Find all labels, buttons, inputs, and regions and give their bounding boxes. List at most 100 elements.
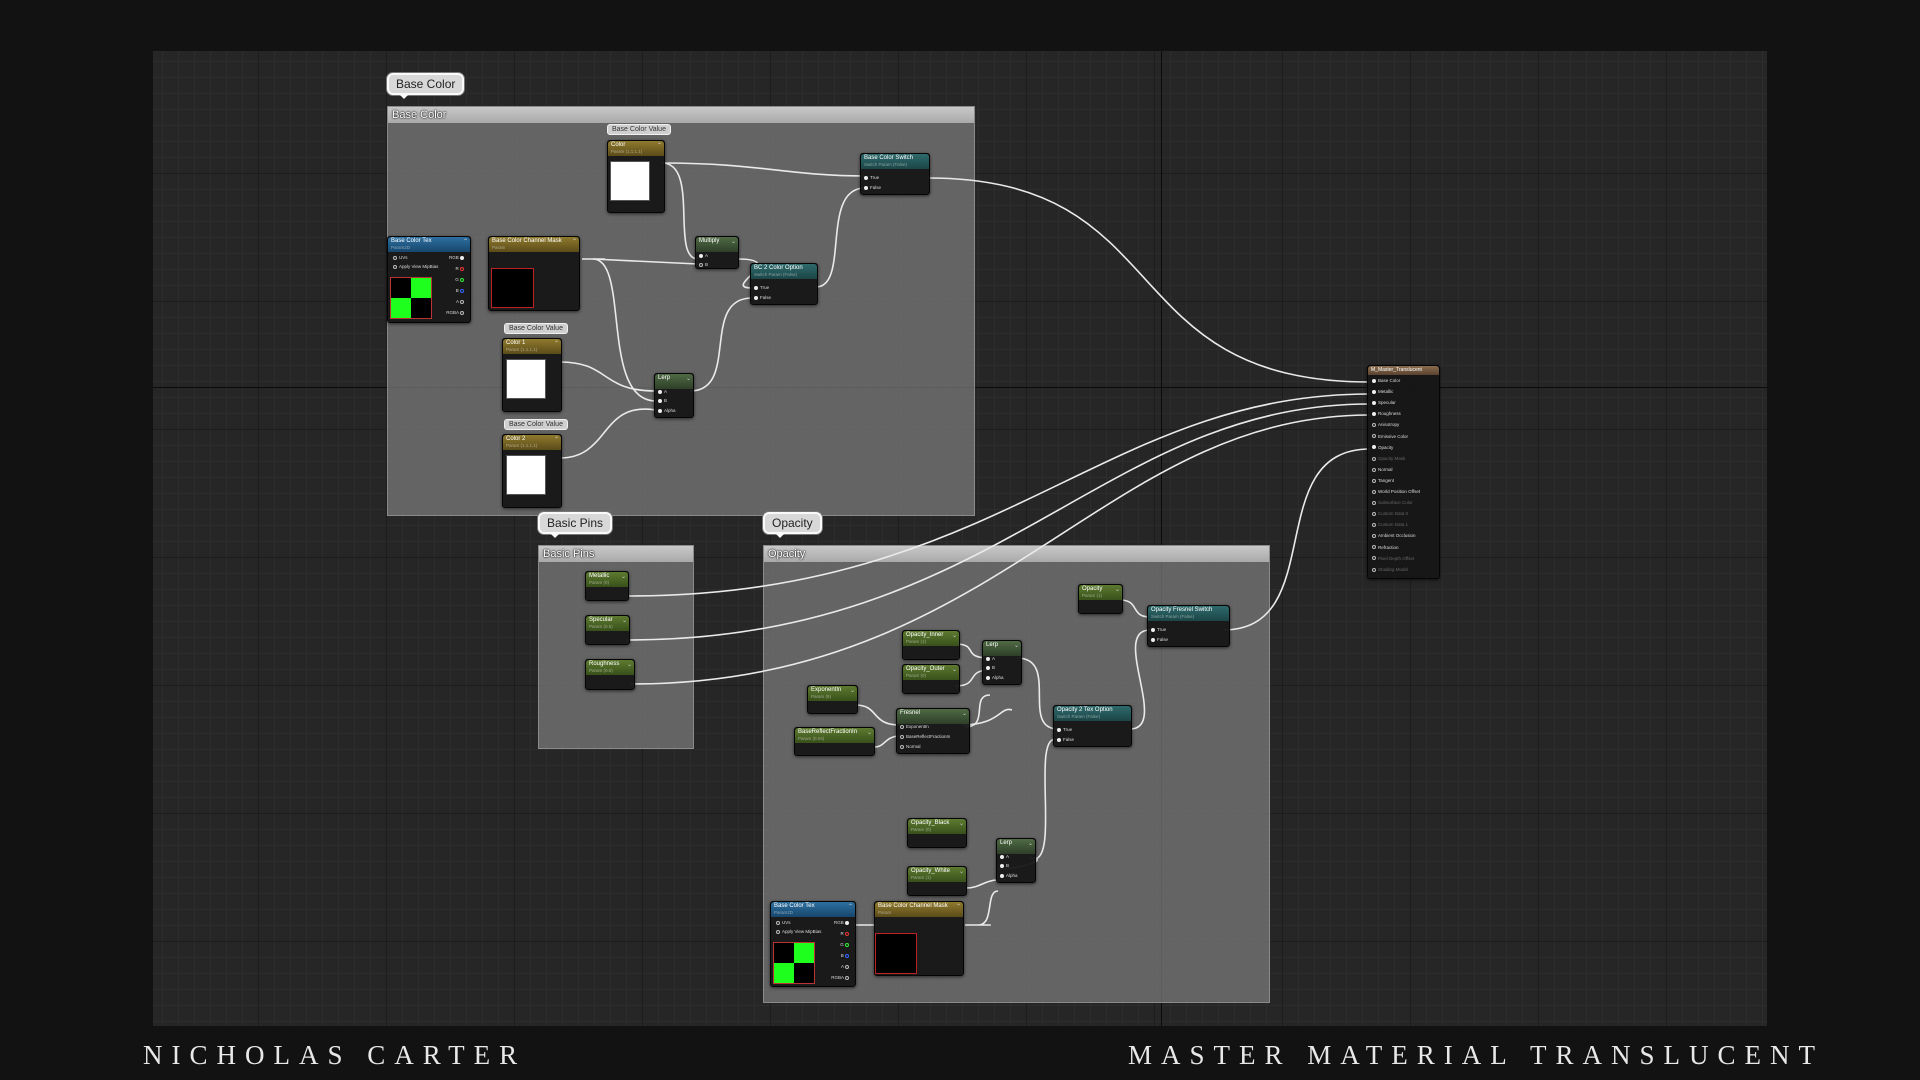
pin-normal[interactable]: Normal [900, 744, 921, 750]
pin-a[interactable]: A [1000, 854, 1009, 860]
result-pin[interactable]: Emissive Color [1372, 434, 1408, 440]
pin-b[interactable]: B [456, 288, 466, 294]
chevron-up-icon[interactable]: ⌃ [571, 239, 577, 245]
node-lerp[interactable]: Lerp⌄ A B Alpha [996, 838, 1036, 883]
pin-true[interactable]: True [864, 175, 879, 181]
pin-apply-view-mipbias[interactable]: Apply View MipBias [393, 264, 438, 270]
pin-b[interactable]: B [1000, 863, 1009, 869]
chevron-down-icon[interactable]: ⌄ [961, 711, 967, 717]
chevron-down-icon[interactable]: ⌄ [849, 688, 855, 694]
chevron-down-icon[interactable]: ⌄ [958, 821, 964, 827]
result-pin[interactable]: Roughness [1372, 411, 1401, 417]
chevron-down-icon[interactable]: ⌄ [951, 667, 957, 673]
pin-alpha[interactable]: Alpha [986, 675, 1004, 681]
pin-rgba[interactable]: RGBA [446, 310, 466, 316]
result-pin[interactable]: Custom Data 0 [1372, 511, 1408, 517]
result-pin[interactable]: Opacity Mask [1372, 456, 1405, 462]
pin-true[interactable]: True [1151, 627, 1166, 633]
chevron-up-icon[interactable]: ⌃ [656, 143, 662, 149]
pin-b[interactable]: B [658, 398, 667, 404]
pin-b[interactable]: B [699, 262, 708, 268]
result-pin[interactable]: Specular [1372, 400, 1396, 406]
pin-uvs[interactable]: UVs [776, 920, 791, 926]
pin-g[interactable]: G [455, 277, 466, 283]
result-pin[interactable]: Refraction [1372, 545, 1399, 551]
chevron-down-icon[interactable]: ⌄ [866, 730, 872, 736]
chevron-down-icon[interactable]: ⌄ [730, 239, 736, 245]
node-multiply[interactable]: Multiply⌄ A B [695, 236, 739, 269]
pin-r[interactable]: R [840, 931, 851, 937]
pin-apply-view-mipbias[interactable]: Apply View MipBias [776, 929, 821, 935]
chevron-up-icon[interactable]: ⌃ [553, 437, 559, 443]
chevron-down-icon[interactable]: ⌄ [958, 869, 964, 875]
pin-alpha[interactable]: Alpha [1000, 873, 1018, 879]
pin-a[interactable]: A [986, 656, 995, 662]
pin-exponentin[interactable]: ExponentIn [900, 724, 929, 730]
result-pin[interactable]: Anisotropy [1372, 422, 1399, 428]
pin-false[interactable]: False [1057, 737, 1074, 743]
chevron-down-icon[interactable]: ⌄ [621, 618, 627, 624]
comment-bubble-base-color[interactable]: Base Color [387, 73, 465, 99]
result-pin[interactable]: Ambient Occlusion [1372, 533, 1416, 539]
result-pin[interactable]: Metallic [1372, 389, 1393, 395]
pin-alpha[interactable]: Alpha [658, 408, 676, 414]
chevron-down-icon[interactable]: ⌄ [1114, 587, 1120, 593]
pin-b[interactable]: B [841, 953, 851, 959]
result-pin[interactable]: Base Color [1372, 378, 1400, 384]
result-pin[interactable]: Shading Model [1372, 567, 1408, 573]
chevron-down-icon[interactable]: ⌄ [951, 633, 957, 639]
result-pin[interactable]: Normal [1372, 467, 1393, 473]
pin-true[interactable]: True [1057, 727, 1072, 733]
result-pin[interactable]: World Position Offset [1372, 489, 1420, 495]
result-pin[interactable]: Pixel Depth Offset [1372, 556, 1414, 562]
node-lerp[interactable]: Lerp⌄ A B Alpha [982, 640, 1022, 685]
comment-bubble-basic-pins[interactable]: Basic Pins [538, 512, 613, 538]
result-pin[interactable]: Custom Data 1 [1372, 522, 1408, 528]
chevron-down-icon[interactable]: ⌄ [685, 376, 691, 382]
comment-bubble-opacity[interactable]: Opacity [763, 512, 822, 538]
result-pin[interactable]: Tangent [1372, 478, 1394, 484]
pin-false[interactable]: False [864, 185, 881, 191]
pin-uvs[interactable]: UVs [393, 255, 408, 261]
pin-a[interactable]: A [456, 299, 466, 305]
pin-rgba[interactable]: RGBA [831, 975, 851, 981]
chevron-up-icon[interactable]: ⌃ [462, 239, 468, 245]
pin-false[interactable]: False [754, 295, 771, 301]
chevron-down-icon[interactable]: ⌄ [1027, 841, 1033, 847]
chevron-down-icon[interactable]: ⌄ [1013, 643, 1019, 649]
node-fresnel[interactable]: Fresnel⌄ ExponentIn BaseReflectFractionI… [896, 708, 970, 754]
chevron-up-icon[interactable]: ⌃ [847, 904, 853, 910]
pin-a[interactable]: A [699, 253, 708, 259]
chevron-down-icon[interactable]: ⌄ [620, 574, 626, 580]
chevron-down-icon[interactable]: ⌄ [626, 662, 632, 668]
pin-basereflectfractionin[interactable]: BaseReflectFractionIn [900, 734, 950, 740]
result-pin[interactable]: Opacity [1372, 445, 1393, 451]
pin-g[interactable]: G [840, 942, 851, 948]
pin-a[interactable]: A [841, 964, 851, 970]
pin-a[interactable]: A [658, 389, 667, 395]
chevron-up-icon[interactable]: ⌃ [553, 341, 559, 347]
node-lerp[interactable]: Lerp⌄ A B Alpha [654, 373, 694, 418]
pin-b[interactable]: B [986, 665, 995, 671]
